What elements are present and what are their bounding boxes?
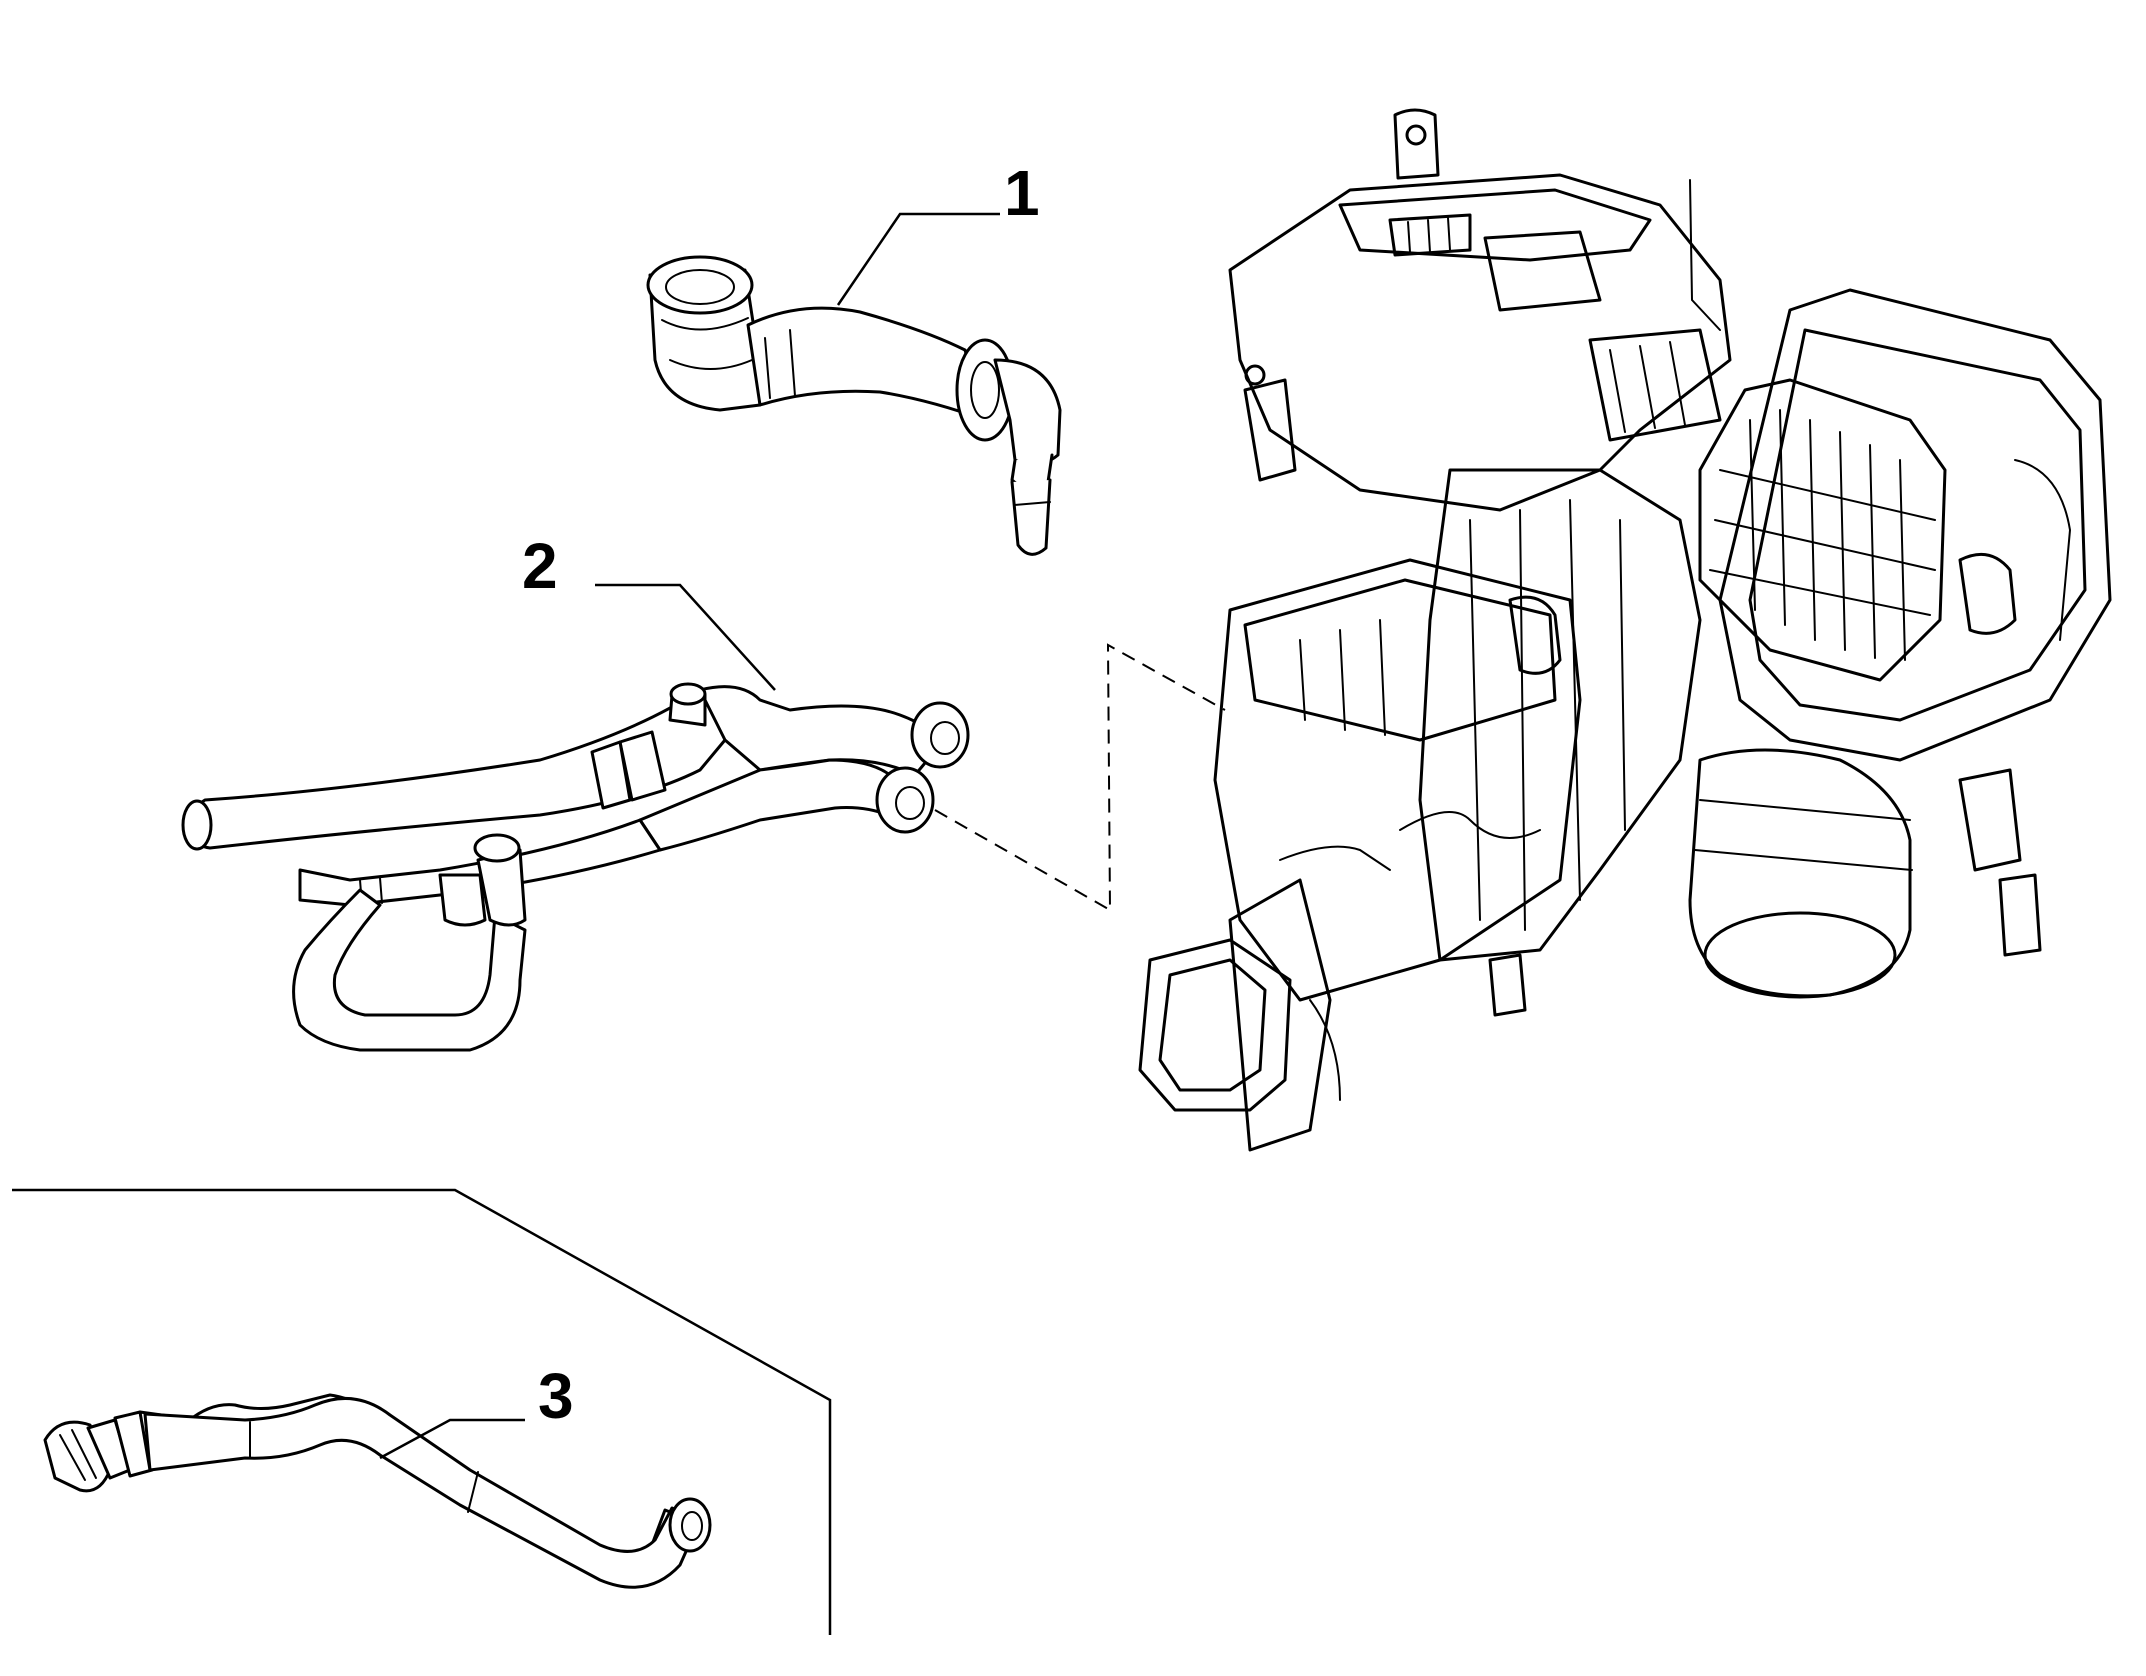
leader-line-1 xyxy=(836,212,1000,306)
part-3-hose[interactable] xyxy=(43,1393,712,1589)
dashed-connection-line xyxy=(934,643,1226,912)
callout-number-2: 2 xyxy=(522,530,558,602)
leader-line-2 xyxy=(595,583,776,691)
group-bracket-line xyxy=(12,1188,832,1635)
part-1-hose[interactable] xyxy=(646,255,1062,556)
hvac-heater-blower-unit xyxy=(1138,108,2112,1152)
callout-number-3: 3 xyxy=(538,1360,574,1432)
leader-line-3 xyxy=(379,1418,525,1460)
callout-number-1: 1 xyxy=(1004,157,1040,229)
part-2-hose-assembly[interactable] xyxy=(181,682,970,1052)
